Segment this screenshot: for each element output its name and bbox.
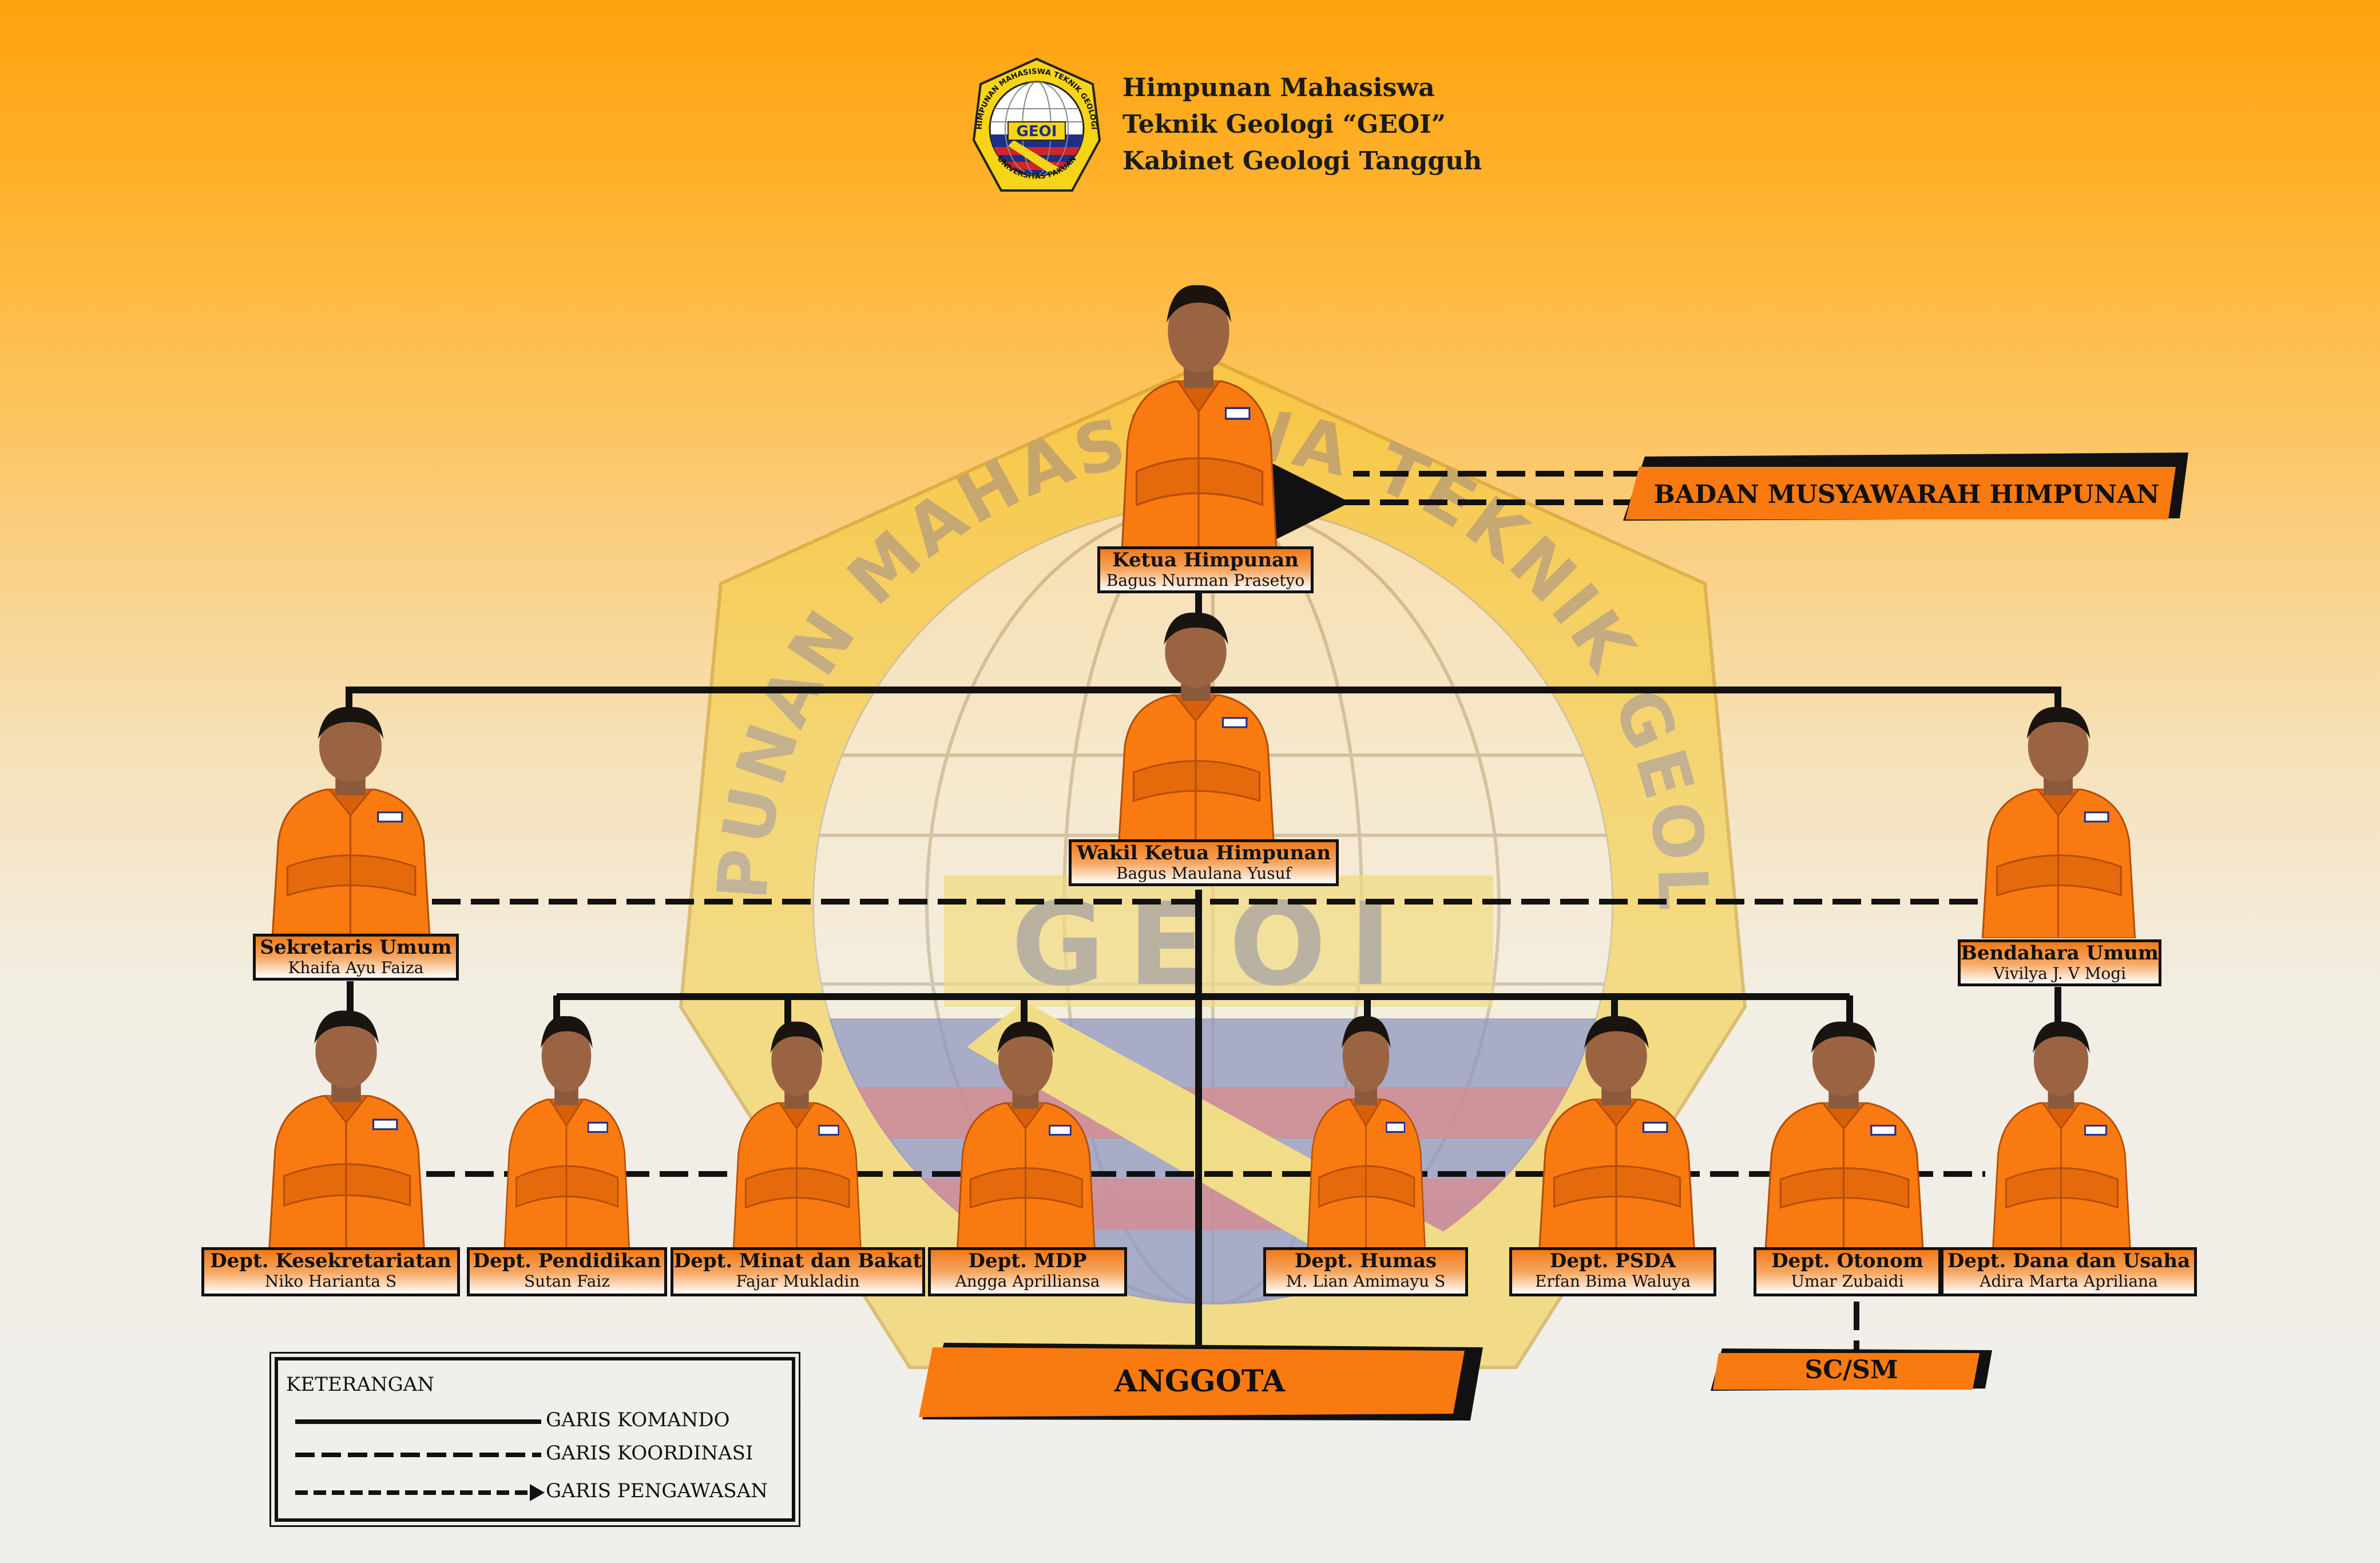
legend-pengawasan-label: GARIS PENGAWASAN [546, 1479, 768, 1502]
photo-dept-humas [1299, 1007, 1433, 1250]
photo-dept-psda [1528, 1007, 1705, 1250]
legend-row-pengawasan: GARIS PENGAWASAN [295, 1478, 787, 1507]
name-text: Umar Zubaidi [1791, 1272, 1904, 1291]
role-text: Dept. Kesekretariatan [210, 1249, 451, 1272]
photo-sekretaris [260, 698, 441, 938]
role-text: Dept. Dana dan Usaha [1947, 1249, 2191, 1272]
label-dept-dana-usaha: Dept. Dana dan Usaha Adira Marta Aprilia… [1941, 1247, 2197, 1296]
label-dept-minat-bakat: Dept. Minat dan Bakat Fajar Mukladin [671, 1247, 925, 1296]
name-text: Vivilya J. V Mogi [1993, 964, 2127, 983]
name-text: Niko Harianta S [264, 1272, 397, 1291]
label-dept-otonom: Dept. Otonom Umar Zubaidi [1754, 1247, 1941, 1296]
geoi-logo: GEOI HIMPUNAN MAHASISWA TEKNIK GEOLOGI U… [972, 57, 1101, 192]
name-text: Bagus Maulana Yusuf [1116, 864, 1292, 883]
org-header-title: Himpunan Mahasiswa Teknik Geologi “GEOI”… [1122, 70, 1482, 180]
role-text: Ketua Himpunan [1112, 549, 1299, 572]
role-text: Wakil Ketua Himpunan [1076, 842, 1331, 864]
role-text: Dept. Pendidikan [473, 1249, 661, 1272]
role-text: Dept. PSDA [1549, 1249, 1676, 1272]
label-dept-humas: Dept. Humas M. Lian Amimayu S [1263, 1247, 1468, 1296]
legend-row-koordinasi: GARIS KOORDINASI [295, 1441, 787, 1469]
label-wakil: Wakil Ketua Himpunan Bagus Maulana Yusuf [1069, 839, 1339, 886]
role-text: Dept. Humas [1294, 1249, 1437, 1272]
name-text: Erfan Bima Waluya [1534, 1272, 1691, 1291]
label-ketua: Ketua Himpunan Bagus Nurman Prasetyo [1097, 546, 1314, 593]
legend-dashed-line [295, 1453, 541, 1457]
name-text: Khaifa Ayu Faiza [288, 958, 424, 977]
label-dept-psda: Dept. PSDA Erfan Bima Waluya [1509, 1247, 1716, 1296]
label-dept-pendidikan: Dept. Pendidikan Sutan Faiz [467, 1247, 667, 1296]
photo-dept-kesekretariatan [257, 1001, 435, 1250]
photo-dept-dana-usaha [1982, 1013, 2140, 1250]
role-text: Sekretaris Umum [260, 936, 452, 959]
role-text: Dept. MDP [968, 1249, 1087, 1272]
header-line-2: Teknik Geologi “GEOI” [1122, 110, 1446, 139]
photo-dept-otonom [1754, 1013, 1934, 1250]
role-text: Dept. Otonom [1771, 1249, 1923, 1272]
name-text: Adira Marta Apriliana [1980, 1272, 2158, 1291]
legend-row-komando: GARIS KOMANDO [295, 1407, 787, 1436]
name-text: Fajar Mukladin [736, 1272, 860, 1291]
name-text: Sutan Faiz [523, 1272, 610, 1291]
photo-ketua [1110, 275, 1287, 555]
label-sekretaris: Sekretaris Umum Khaifa Ayu Faiza [253, 934, 459, 981]
role-text: Bendahara Umum [1961, 942, 2159, 965]
banner-sc-sm: SC/SM [1711, 1347, 1992, 1392]
legend-dashed-arrow [295, 1484, 545, 1501]
legend-koordinasi-label: GARIS KOORDINASI [546, 1442, 753, 1465]
name-text: M. Lian Amimayu S [1286, 1272, 1446, 1291]
banner-anggota-text: ANGGOTA [1114, 1363, 1286, 1399]
banner-bmh-text: BADAN MUSYAWARAH HIMPUNAN [1653, 480, 2160, 509]
name-text: Angga Aprilliansa [955, 1272, 1100, 1291]
photo-bendahara [1971, 698, 2145, 938]
legend-title: KETERANGAN [286, 1373, 435, 1396]
legend-komando-label: GARIS KOMANDO [546, 1409, 730, 1431]
legend-solid-line [295, 1419, 541, 1424]
role-text: Dept. Minat dan Bakat [673, 1249, 922, 1272]
label-bendahara: Bendahara Umum Vivilya J. V Mogi [1958, 939, 2161, 986]
header-line-1: Himpunan Mahasiswa [1122, 73, 1435, 102]
label-dept-kesekretariatan: Dept. Kesekretariatan Niko Harianta S [201, 1247, 460, 1296]
banner-scsm-text: SC/SM [1804, 1355, 1898, 1385]
photo-dept-mdp [947, 1013, 1104, 1250]
photo-wakil [1107, 604, 1284, 844]
name-text: Bagus Nurman Prasetyo [1106, 571, 1305, 590]
banner-anggota: ANGGOTA [917, 1340, 1483, 1422]
label-dept-mdp: Dept. MDP Angga Aprilliansa [928, 1247, 1127, 1296]
header-line-3: Kabinet Geologi Tangguh [1122, 146, 1482, 176]
photo-dept-pendidikan [495, 1007, 638, 1250]
legend-box: KETERANGAN GARIS KOMANDO GARIS KOORDINAS… [269, 1352, 800, 1527]
logo-center-text: GEOI [1017, 123, 1057, 140]
photo-dept-minat-bakat [724, 1013, 870, 1250]
banner-badan-musyawarah: BADAN MUSYAWARAH HIMPUNAN [1622, 451, 2191, 522]
